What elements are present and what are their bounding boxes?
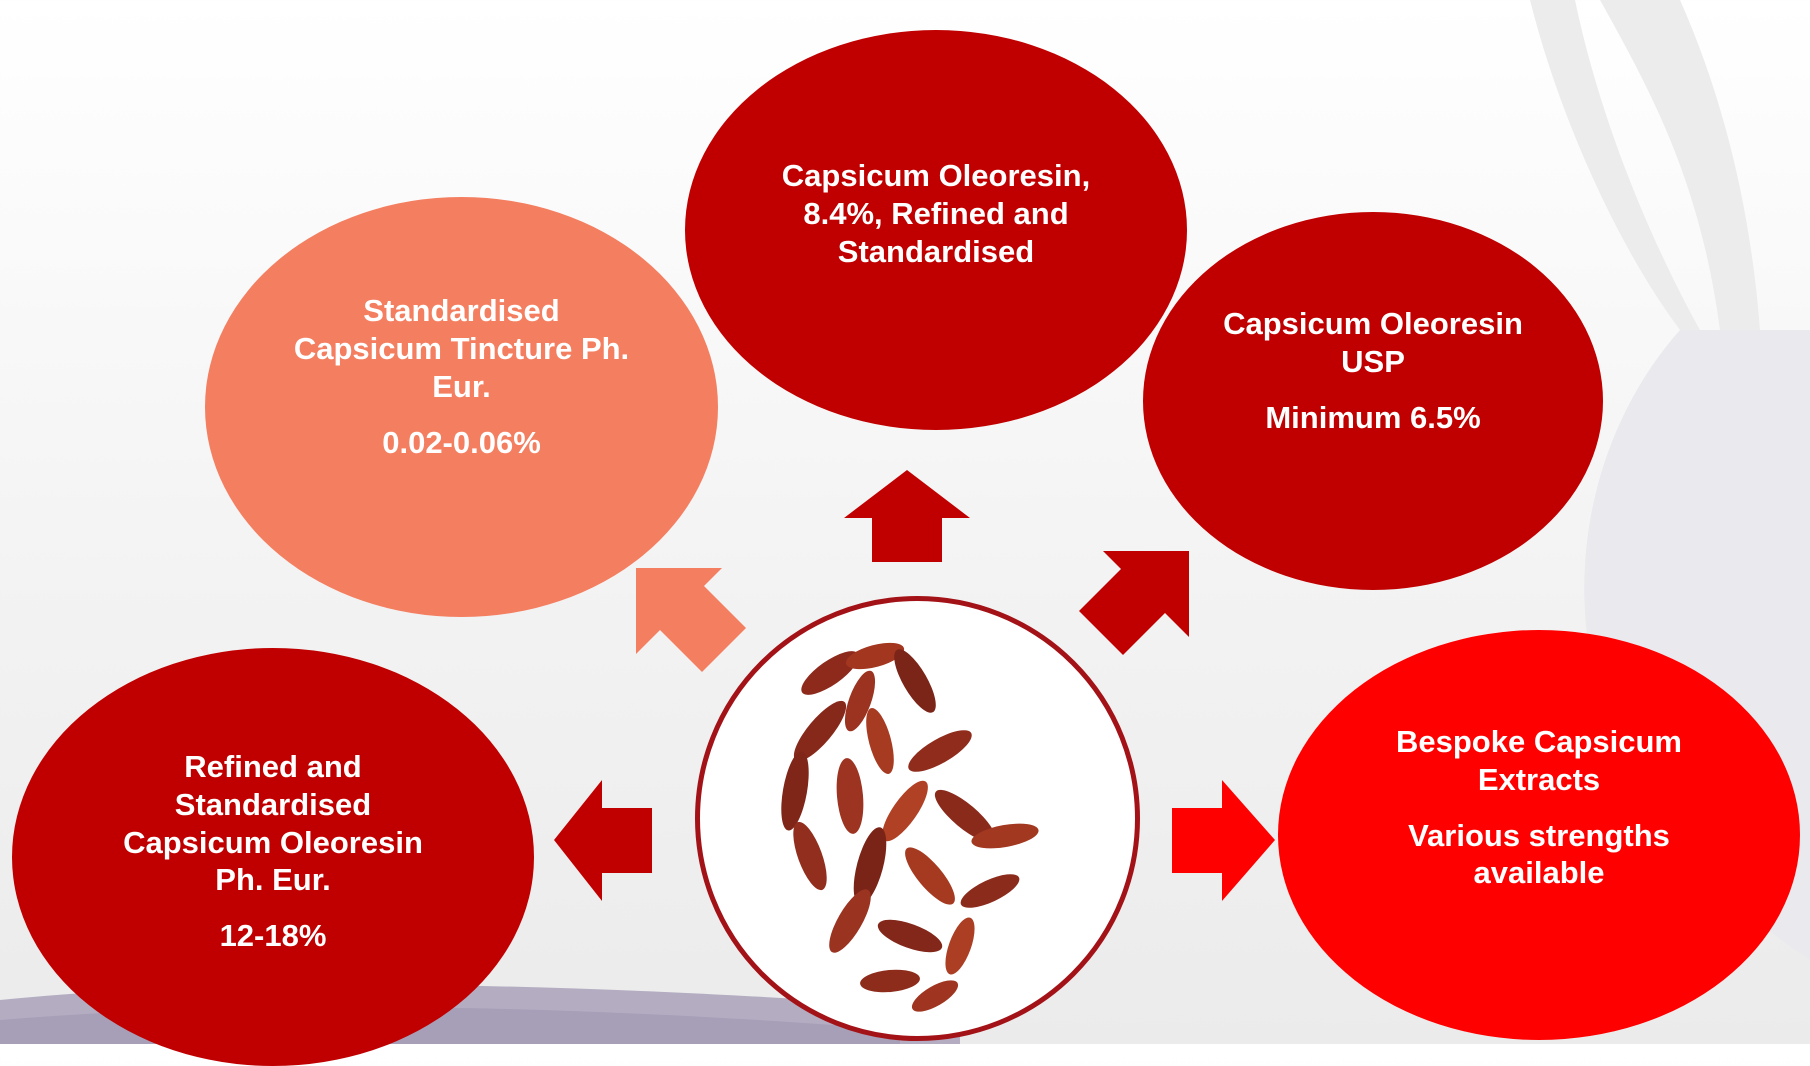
dried-chili-peppers-image <box>700 601 1135 1036</box>
bubble-lower-right-line-1: Bespoke Capsicum <box>1396 723 1682 761</box>
bubble-lower-left-line-2: Standardised <box>175 786 371 824</box>
bubble-upper-right-line-1: Capsicum Oleoresin <box>1223 305 1523 343</box>
arrow-up-right-icon <box>1075 543 1195 663</box>
bubble-upper-left-line-2: Capsicum Tincture Ph. <box>294 330 629 368</box>
bubble-upper-left-value: 0.02-0.06% <box>382 424 541 462</box>
arrow-left-icon <box>552 778 652 903</box>
bubble-upper-right-value: Minimum 6.5% <box>1265 399 1480 437</box>
bubble-upper-right-line-2: USP <box>1341 343 1405 381</box>
arrow-right-icon <box>1172 778 1277 903</box>
bubble-oleoresin-usp: Capsicum Oleoresin USP Minimum 6.5% <box>1143 212 1603 590</box>
center-image-circle <box>695 596 1140 1041</box>
bubble-lower-left-line-3: Capsicum Oleoresin <box>123 824 423 862</box>
bubble-lower-left-line-4: Ph. Eur. <box>215 861 330 899</box>
bubble-lower-right-value-1: Various strengths <box>1408 817 1670 855</box>
bubble-upper-left-line-3: Eur. <box>432 368 491 406</box>
chili-pile <box>776 638 1040 1018</box>
bubble-lower-left-value: 12-18% <box>220 917 327 955</box>
bubble-lower-right-value-2: available <box>1474 854 1605 892</box>
bubble-refined-oleoresin-ph-eur: Refined and Standardised Capsicum Oleore… <box>12 648 534 1066</box>
bubble-lower-left-line-1: Refined and <box>184 748 361 786</box>
arrow-up-icon <box>842 470 972 562</box>
bubble-capsicum-oleoresin-refined: Capsicum Oleoresin, 8.4%, Refined and St… <box>685 30 1187 430</box>
bubble-bespoke-extracts: Bespoke Capsicum Extracts Various streng… <box>1278 630 1800 1040</box>
arrow-up-left-icon <box>630 560 750 680</box>
bubble-upper-left-line-1: Standardised <box>363 292 559 330</box>
bubble-lower-right-line-2: Extracts <box>1478 761 1600 799</box>
bubble-top-line-2: 8.4%, Refined and <box>803 195 1068 233</box>
bubble-top-line-1: Capsicum Oleoresin, <box>782 157 1090 195</box>
bubble-standardised-tincture: Standardised Capsicum Tincture Ph. Eur. … <box>205 197 718 617</box>
bubble-top-line-3: Standardised <box>838 233 1034 271</box>
